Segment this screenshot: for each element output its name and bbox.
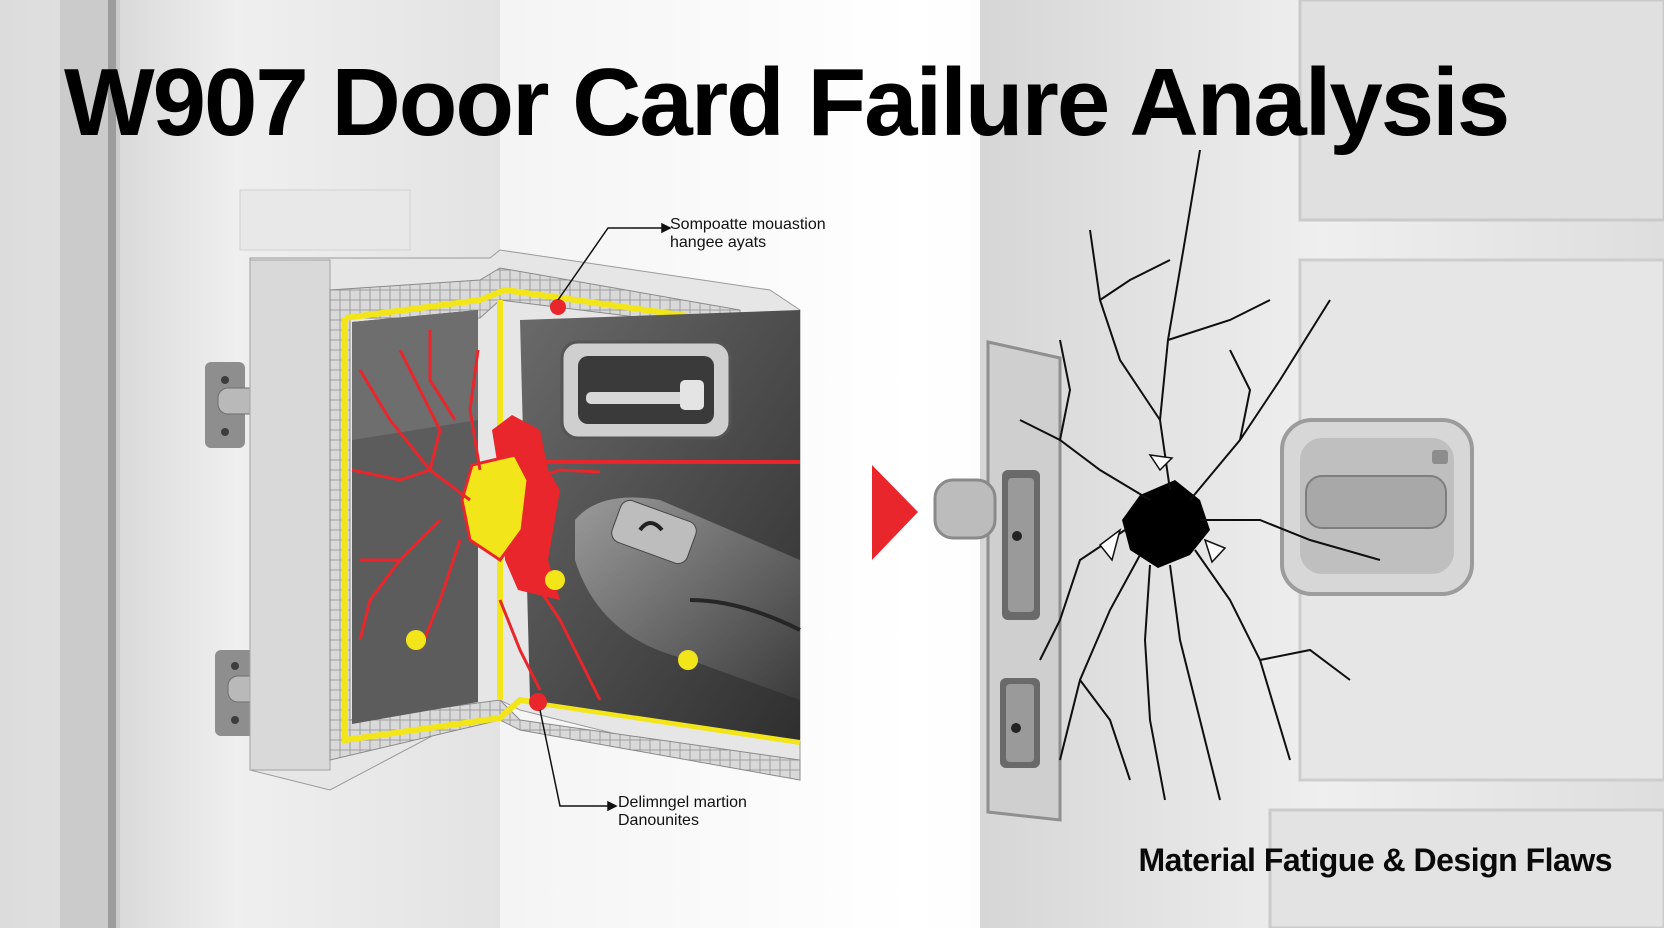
- door-card-cross-section: [249, 249, 801, 791]
- failure-zone-yellow: [460, 453, 530, 563]
- callout-bottom-line2: Danounites: [618, 812, 699, 829]
- impact-hole: [1122, 480, 1210, 568]
- callout-top-line2: hangee ayats: [670, 234, 767, 251]
- callout-leader-top: [557, 222, 672, 301]
- marker-red-top: [550, 299, 566, 315]
- callout-top-line1: Sompoatte mouastion: [670, 216, 826, 233]
- crack-lines: [351, 330, 602, 701]
- marker-yellow-3: [678, 650, 698, 670]
- marker-yellow-2: [406, 630, 426, 650]
- marker-red-bottom: [529, 693, 547, 711]
- shard-fragments: [1098, 454, 1227, 564]
- shatter-cracks: [1019, 149, 1381, 801]
- arrow-right-icon: [872, 465, 918, 560]
- subtitle: Material Fatigue & Design Flaws: [1138, 842, 1613, 878]
- callout-label-bottom: Delimngel martion Danounites: [618, 794, 747, 830]
- right-door: [933, 0, 1664, 928]
- callout-bottom-line1: Delimngel martion: [618, 794, 747, 811]
- page-title: W907 Door Card Failure Analysis: [64, 49, 1510, 156]
- marker-yellow-1: [545, 570, 565, 590]
- callout-label-top: Sompoatte mouastion hangee ayats: [670, 216, 826, 252]
- callout-leader-bottom: [539, 709, 618, 812]
